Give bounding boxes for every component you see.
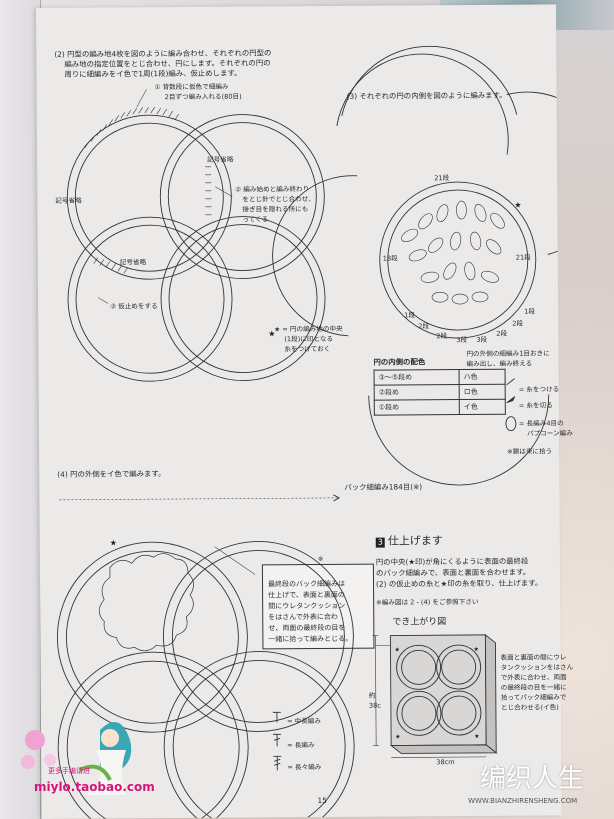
step3-rings [272, 45, 562, 486]
brand-watermark: 编织人生 [480, 764, 585, 794]
star-icon: ★ [474, 733, 479, 740]
star-icon: ★ [514, 201, 521, 210]
star-icon: ★ [395, 733, 400, 740]
star-icon: ★ [110, 538, 117, 547]
star-icon: ★ [473, 646, 478, 653]
shop-watermark-small: 更多手编请进 [48, 767, 90, 775]
arrow-icon [333, 494, 340, 502]
finished-diagram [372, 633, 498, 758]
cut-symbol [506, 396, 516, 404]
shop-watermark-url: miylo.taobao.com [34, 780, 155, 794]
scallop-edge [98, 553, 194, 652]
stitch-marks [84, 107, 212, 274]
shop-watermark-illustration [10, 700, 164, 810]
crochet-diagram: ★ ★ ★ ★ ★ ★ ★ [56, 45, 562, 819]
star-icon: ★ [268, 329, 275, 338]
attach-symbol [506, 378, 515, 386]
naga-symbol [273, 733, 282, 747]
brand-watermark-site: WWW.BIANZHIRENSHENG.COM [468, 797, 578, 805]
pattern-page: (2) 円型の編み地4枚を図のように編み合わせ、それぞれの円型の 編み地の指定位… [36, 4, 573, 819]
left-page-edge [0, 0, 41, 819]
step2-rings [66, 114, 326, 382]
back-stitch-row [59, 497, 340, 501]
popcorn-symbol [505, 416, 517, 432]
step4-rings [56, 541, 355, 819]
naganaga-symbol [273, 755, 282, 771]
star-icon: ★ [394, 646, 399, 653]
chunaga-symbol [272, 711, 281, 723]
popcorn-petals [401, 200, 505, 305]
